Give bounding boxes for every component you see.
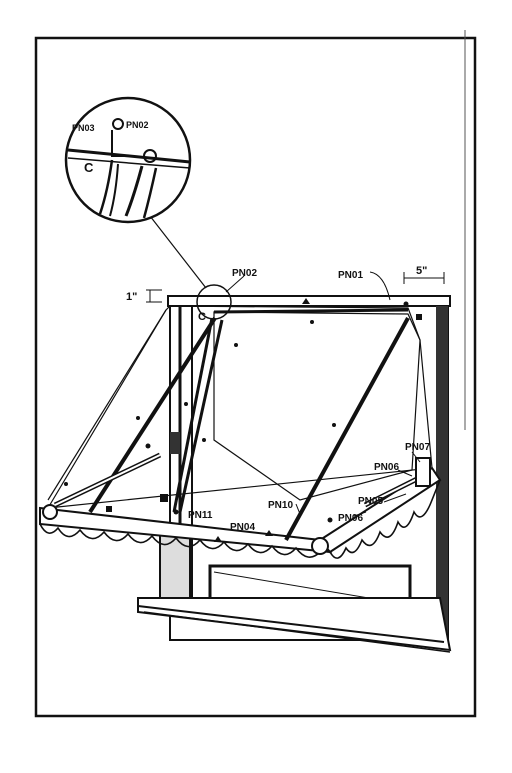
detail-callout-circle bbox=[196, 284, 232, 320]
part-label-pn05: PN05 bbox=[358, 496, 383, 507]
detail-label-pn03: PN03 bbox=[72, 123, 95, 133]
part-label-pn11: PN11 bbox=[188, 510, 213, 521]
detail-label-pn02: PN02 bbox=[126, 120, 149, 130]
wall-panel bbox=[34, 36, 477, 718]
dimension-side-offset: 5" bbox=[416, 265, 427, 277]
part-leaders bbox=[225, 271, 421, 517]
part-label-pn07: PN07 bbox=[405, 442, 430, 453]
support-arms bbox=[53, 316, 431, 541]
window-frame bbox=[137, 295, 452, 653]
markers bbox=[64, 298, 422, 542]
part-label-pn04: PN04 bbox=[230, 522, 255, 533]
dimension-top-offset: 1" bbox=[126, 291, 137, 303]
dimension-marks bbox=[146, 272, 445, 303]
part-label-pn01: PN01 bbox=[338, 270, 363, 281]
part-label-pn06-upper: PN06 bbox=[374, 462, 399, 473]
front-bar bbox=[39, 466, 442, 559]
detail-leader-line bbox=[149, 215, 207, 289]
part-label-pn06-lower: PN06 bbox=[338, 513, 363, 524]
part-label-pn02: PN02 bbox=[232, 268, 257, 279]
detail-magnified-view bbox=[64, 96, 192, 224]
part-label-pn10: PN10 bbox=[268, 500, 293, 511]
part-label-c: C bbox=[198, 311, 206, 323]
awning-canopy bbox=[46, 305, 433, 509]
detail-label-c: C bbox=[84, 160, 94, 175]
